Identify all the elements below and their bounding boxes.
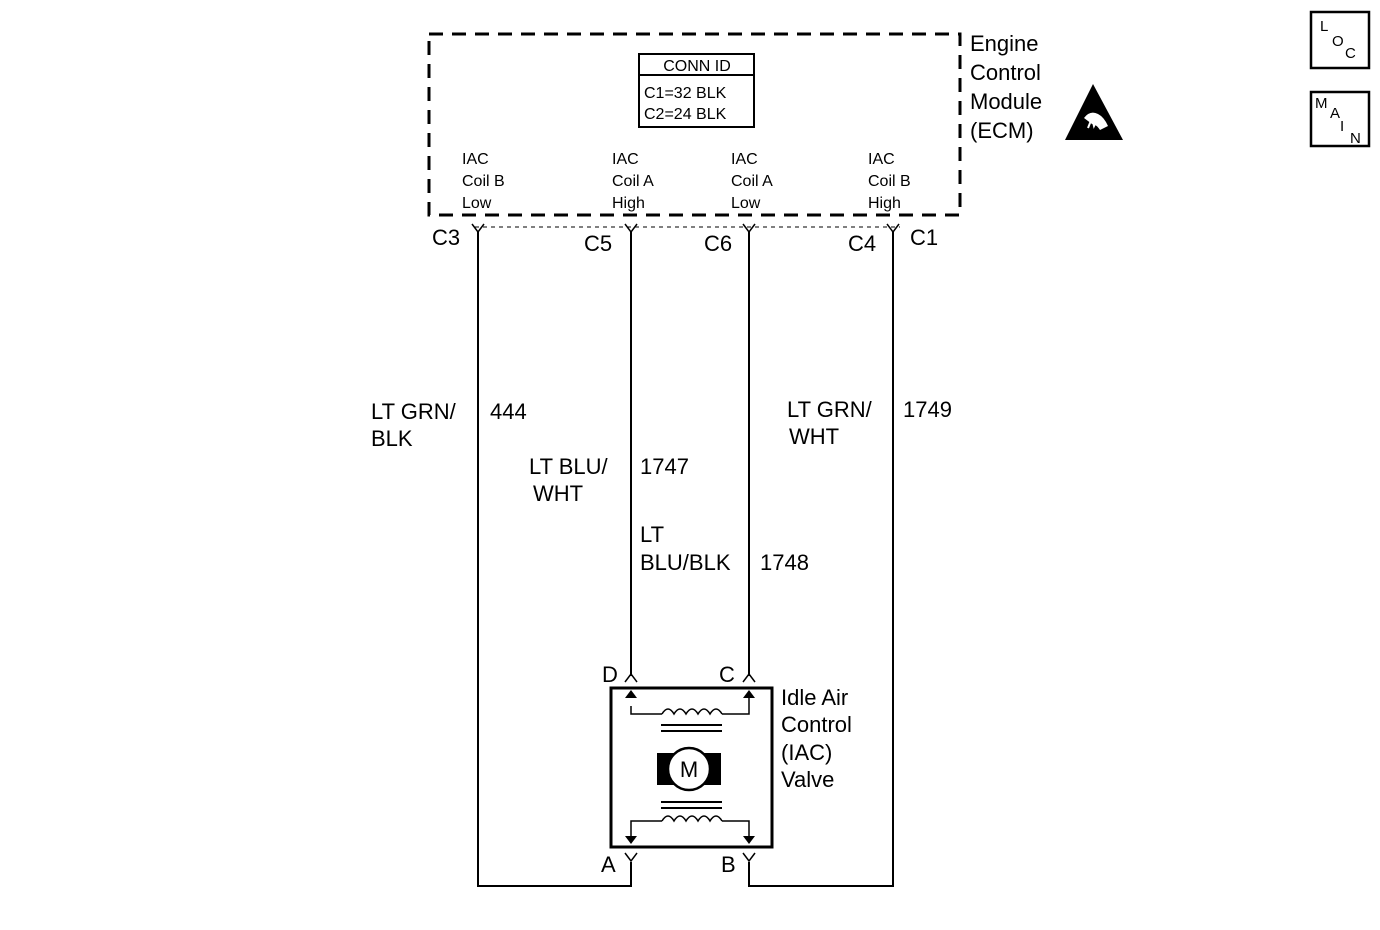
svg-text:WHT: WHT xyxy=(789,424,839,449)
svg-text:Coil A: Coil A xyxy=(612,173,654,190)
svg-text:A: A xyxy=(1330,105,1340,122)
svg-text:L: L xyxy=(1320,18,1328,35)
svg-text:Coil B: Coil B xyxy=(868,173,911,190)
iac-terminal-d xyxy=(624,672,638,683)
iac-pin-c: C xyxy=(719,662,735,687)
ecm-pin-c6: C6 xyxy=(704,231,732,256)
svg-text:Coil B: Coil B xyxy=(462,173,505,190)
iac-pin-a: A xyxy=(601,852,616,877)
wire-label-444: LT GRN/ BLK 444 xyxy=(371,399,527,451)
svg-text:LT GRN/: LT GRN/ xyxy=(787,397,873,422)
ecm-pin-c3: C3 xyxy=(432,225,460,250)
ecm-name-line-4: (ECM) xyxy=(970,118,1034,143)
esd-warning-icon xyxy=(1065,84,1123,140)
svg-text:O: O xyxy=(1332,33,1344,50)
conn-id-title: CONN ID xyxy=(663,58,731,75)
iac-name-line-1: Idle Air xyxy=(781,685,848,710)
svg-text:IAC: IAC xyxy=(868,151,895,168)
coil-icon xyxy=(625,690,755,732)
svg-text:Coil A: Coil A xyxy=(731,173,773,190)
iac-pin-d: D xyxy=(602,662,618,687)
svg-text:I: I xyxy=(1340,118,1344,135)
svg-text:Low: Low xyxy=(462,195,492,212)
iac-terminal-c xyxy=(742,672,756,683)
iac-terminal-a xyxy=(624,852,638,863)
ecm-connector-c1: C1 xyxy=(910,225,938,250)
svg-text:1749: 1749 xyxy=(903,397,952,422)
svg-text:LT BLU/: LT BLU/ xyxy=(529,454,609,479)
wire-444 xyxy=(477,232,632,887)
loc-tag[interactable]: L O C xyxy=(1309,10,1371,70)
ecm-box xyxy=(427,32,962,217)
wire-paths xyxy=(477,232,894,887)
iac-name-line-3: (IAC) xyxy=(781,740,832,765)
iac-name-line-4: Valve xyxy=(781,767,834,792)
svg-text:M: M xyxy=(1315,95,1328,112)
svg-text:High: High xyxy=(612,195,645,212)
svg-text:444: 444 xyxy=(490,399,527,424)
svg-text:IAC: IAC xyxy=(612,151,639,168)
iac-terminal-b xyxy=(742,852,756,863)
svg-text:IAC: IAC xyxy=(731,151,758,168)
main-tag[interactable]: M A I N xyxy=(1309,90,1371,148)
ecm-pin-label-coil-a-high: IAC Coil A High xyxy=(612,151,654,212)
ecm-pin-c5: C5 xyxy=(584,231,612,256)
svg-text:BLK: BLK xyxy=(371,426,413,451)
conn-id-box: CONN ID C1=32 BLK C2=24 BLK xyxy=(638,53,755,128)
conn-id-row-c2: C2=24 BLK xyxy=(644,106,727,123)
ecm-pin-label-coil-b-high: IAC Coil B High xyxy=(868,151,911,212)
svg-text:N: N xyxy=(1350,130,1361,147)
wire-label-1748: LT BLU/BLK 1748 xyxy=(640,522,809,575)
conn-id-row-c1: C1=32 BLK xyxy=(644,85,727,102)
iac-valve: D C A B M xyxy=(601,662,774,877)
ecm-pin-label-coil-b-low: IAC Coil B Low xyxy=(462,151,505,212)
ecm-title: Engine Control Module (ECM) xyxy=(970,31,1042,143)
svg-text:LT: LT xyxy=(640,522,664,547)
svg-text:1747: 1747 xyxy=(640,454,689,479)
ecm-name-line-3: Module xyxy=(970,89,1042,114)
ecm-pin-c4: C4 xyxy=(848,231,876,256)
wire-label-1749: LT GRN/ WHT 1749 xyxy=(787,397,952,449)
coil-icon xyxy=(625,801,755,844)
wire-1749 xyxy=(748,232,894,887)
ecm-pin-label-coil-a-low: IAC Coil A Low xyxy=(731,151,773,212)
iac-title: Idle Air Control (IAC) Valve xyxy=(781,685,852,792)
ecm-name-line-1: Engine xyxy=(970,31,1039,56)
svg-text:High: High xyxy=(868,195,901,212)
wire-label-1747: LT BLU/ WHT 1747 xyxy=(529,454,689,506)
svg-text:Low: Low xyxy=(731,195,761,212)
svg-text:IAC: IAC xyxy=(462,151,489,168)
iac-name-line-2: Control xyxy=(781,712,852,737)
svg-text:BLU/BLK: BLU/BLK xyxy=(640,550,731,575)
svg-text:WHT: WHT xyxy=(533,481,583,506)
motor-icon: M xyxy=(657,746,721,792)
ecm-terminals xyxy=(471,223,900,234)
svg-text:LT GRN/: LT GRN/ xyxy=(371,399,457,424)
svg-text:C: C xyxy=(1345,45,1356,62)
iac-valve-body xyxy=(609,686,774,849)
svg-text:1748: 1748 xyxy=(760,550,809,575)
motor-label: M xyxy=(680,757,698,782)
iac-pin-b: B xyxy=(721,852,736,877)
ecm-name-line-2: Control xyxy=(970,60,1041,85)
